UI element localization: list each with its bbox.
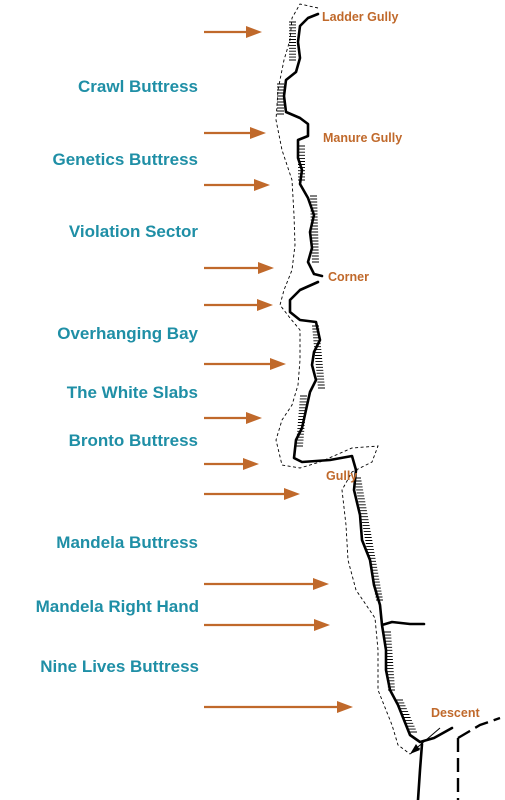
cliff-hatch-run	[310, 195, 319, 263]
sector-label-mandela-buttress: Mandela Buttress	[56, 533, 198, 552]
descent-arrow-head	[410, 744, 420, 754]
sector-arrow	[204, 299, 273, 311]
sector-label-overhanging-bay: Overhanging Bay	[57, 324, 198, 343]
cliff-line-middle	[288, 280, 358, 472]
sector-arrow	[204, 578, 329, 590]
sector-arrows	[204, 26, 353, 713]
sector-label-genetics-buttress: Genetics Buttress	[53, 150, 199, 169]
feature-label-corner: Corner	[328, 270, 369, 284]
feature-label-manure-gully: Manure Gully	[323, 131, 402, 145]
cliff-hatch-run	[298, 145, 305, 181]
sector-arrow	[204, 127, 266, 139]
sector-arrow	[204, 458, 259, 470]
sector-label-violation-sector: Violation Sector	[69, 222, 198, 241]
cliff-hatch-run	[277, 83, 284, 115]
cliff-line-upper	[282, 12, 324, 278]
feature-label-descent: Descent	[431, 706, 480, 720]
cliff-hatch-run	[289, 21, 296, 61]
cliff-hatch-run	[354, 477, 383, 601]
cliff-hatching	[277, 21, 417, 733]
sector-label-nine-lives-buttress: Nine Lives Buttress	[40, 657, 199, 676]
sector-label-crawl-buttress: Crawl Buttress	[78, 77, 198, 96]
sector-arrow	[204, 179, 270, 191]
sector-arrow	[204, 701, 353, 713]
cliff-line-lower	[352, 468, 454, 744]
sector-label-bronto-buttress: Bronto Buttress	[69, 431, 198, 450]
cliff-hatch-run	[296, 395, 307, 447]
sector-arrow	[204, 358, 286, 370]
sector-label-mandela-right-hand: Mandela Right Hand	[36, 597, 199, 616]
approach-path-dashed	[275, 3, 421, 755]
sector-arrow	[204, 26, 262, 38]
cliff-hatch-run	[384, 631, 395, 691]
descent-dashed-line	[456, 716, 501, 800]
sector-arrow	[204, 488, 300, 500]
cliff-hatch-run	[396, 699, 417, 733]
sector-arrow	[204, 619, 330, 631]
cliff-line-base	[416, 742, 424, 800]
sector-arrow	[204, 262, 274, 274]
cliff-hatch-run	[312, 325, 325, 389]
sector-label-white-slabs: The White Slabs	[67, 383, 198, 402]
feature-label-ladder-gully: Ladder Gully	[322, 10, 398, 24]
feature-label-gully: Gully	[326, 469, 357, 483]
sector-arrow	[204, 412, 262, 424]
